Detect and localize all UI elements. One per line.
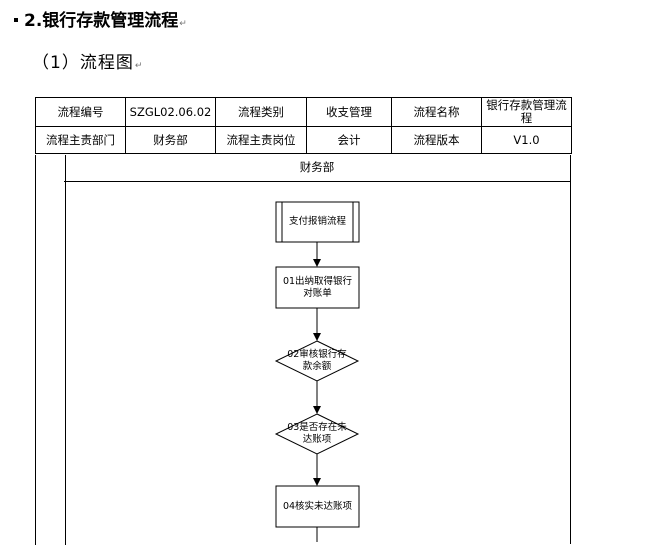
label-process-version: 流程版本 [391,126,482,154]
label-responsible-dept: 流程主责部门 [35,126,126,154]
label-process-code: 流程编号 [35,97,126,127]
label-responsible-post: 流程主责岗位 [215,126,307,154]
step04-node [275,485,360,528]
bullet-mark [14,17,18,22]
step02-label: 02审核银行存款余额 [287,349,347,372]
subsection-heading: （1）流程图↵ [32,48,142,73]
info-row-2: 流程主责部门 财务部 流程主责岗位 会计 流程版本 V1.0 [35,126,572,154]
process-info-table: 流程编号 SZGL02.06.02 流程类别 收支管理 流程名称 银行存款管理流… [35,97,572,154]
value-process-version: V1.0 [481,126,572,154]
heading-number: 2. [24,11,43,31]
step04-label: 04核实未达账项 [282,500,353,512]
info-row-1: 流程编号 SZGL02.06.02 流程类别 收支管理 流程名称 银行存款管理流… [35,97,572,127]
lane-left-strip [35,155,66,545]
value-responsible-post: 会计 [306,126,392,154]
value-process-name: 银行存款管理流程 [481,97,572,127]
section-heading: 2.银行存款管理流程↵ [14,6,187,31]
step01-node [275,266,360,309]
label-process-category: 流程类别 [215,97,307,127]
value-responsible-dept: 财务部 [125,126,216,154]
heading-title: 银行存款管理流程 [42,11,179,31]
step03-label: 03是否存在未达账项 [287,422,347,445]
start-process-label: 支付报销流程 [288,216,346,227]
paragraph-mark-icon: ↵ [134,61,143,71]
lane-header: 财务部 [64,155,571,182]
subheading-text: （1）流程图 [32,53,134,73]
start-process-node [275,201,360,243]
step01-label: 01出纳取得银行对账单 [282,275,353,299]
paragraph-mark-icon: ↵ [179,19,187,29]
lane-body [64,182,571,544]
